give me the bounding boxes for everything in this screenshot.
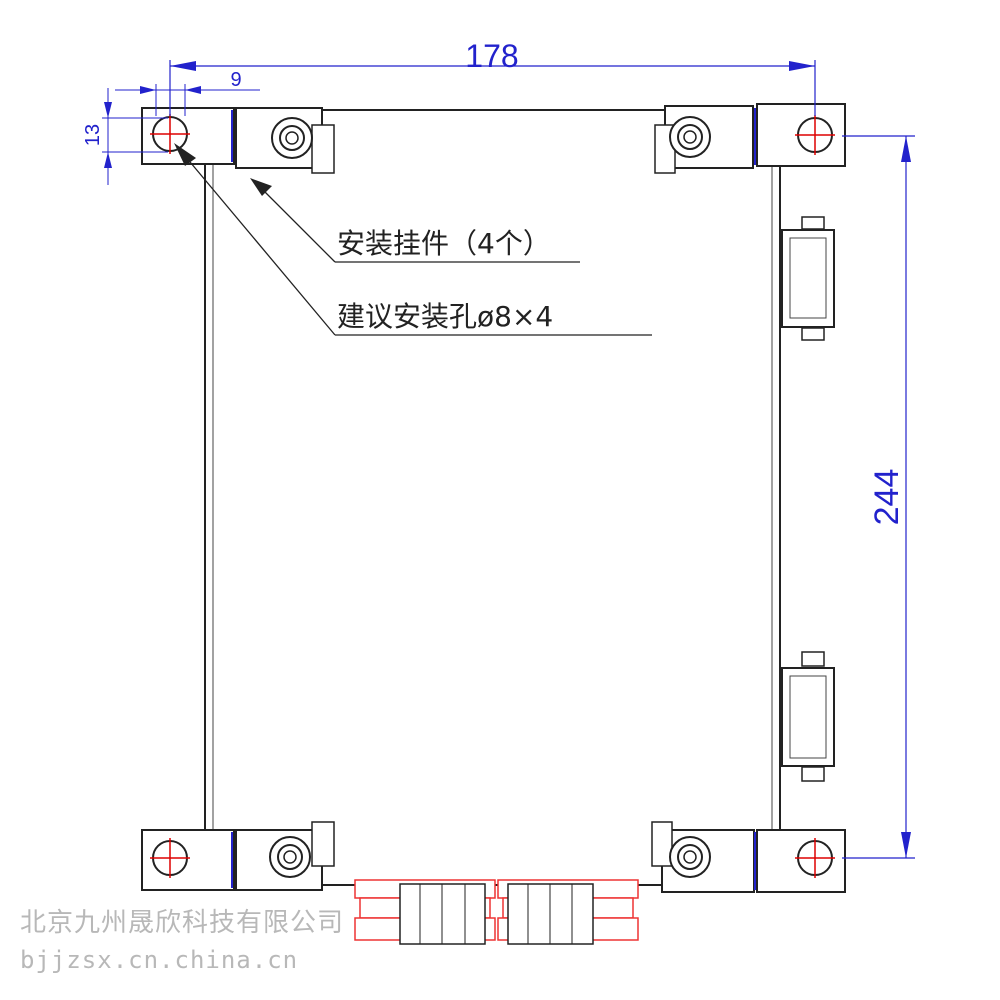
callout-leader-hole [174, 143, 652, 336]
watermark-url: bjjzsx.cn.china.cn [20, 946, 299, 974]
enclosure-body [204, 109, 781, 886]
dimension-width [169, 60, 816, 116]
hinge-bottom [781, 651, 835, 782]
mounting-hole-bottom-left [150, 838, 190, 878]
dimension-height-label: 244 [868, 469, 906, 526]
mounting-hole-top-left [150, 114, 190, 154]
bolt-bottom-right [669, 836, 711, 878]
watermark-company: 北京九州晟欣科技有限公司 [20, 908, 345, 938]
dimension-height [842, 135, 915, 859]
mounting-hole-bottom-right [795, 838, 835, 878]
bolt-top-right [669, 116, 711, 158]
bolt-top-left [271, 117, 313, 159]
callout-leader-bracket [250, 178, 580, 263]
dimension-width-label: 178 [465, 38, 518, 74]
dimension-hole-offset [115, 84, 260, 116]
dimension-hole-offset-label: 9 [230, 69, 241, 91]
dimension-hole-height [102, 88, 168, 185]
callout-hole-label: 建议安装孔ø8×4 [337, 300, 553, 333]
mounting-hole-top-right [795, 115, 835, 155]
cable-gland-right [497, 879, 639, 945]
callout-bracket-label: 安装挂件（4个） [337, 227, 551, 260]
bolt-bottom-left [269, 836, 311, 878]
cable-gland-left [354, 879, 496, 945]
dimension-hole-height-label: 13 [82, 124, 104, 146]
hinge-top [781, 216, 835, 341]
